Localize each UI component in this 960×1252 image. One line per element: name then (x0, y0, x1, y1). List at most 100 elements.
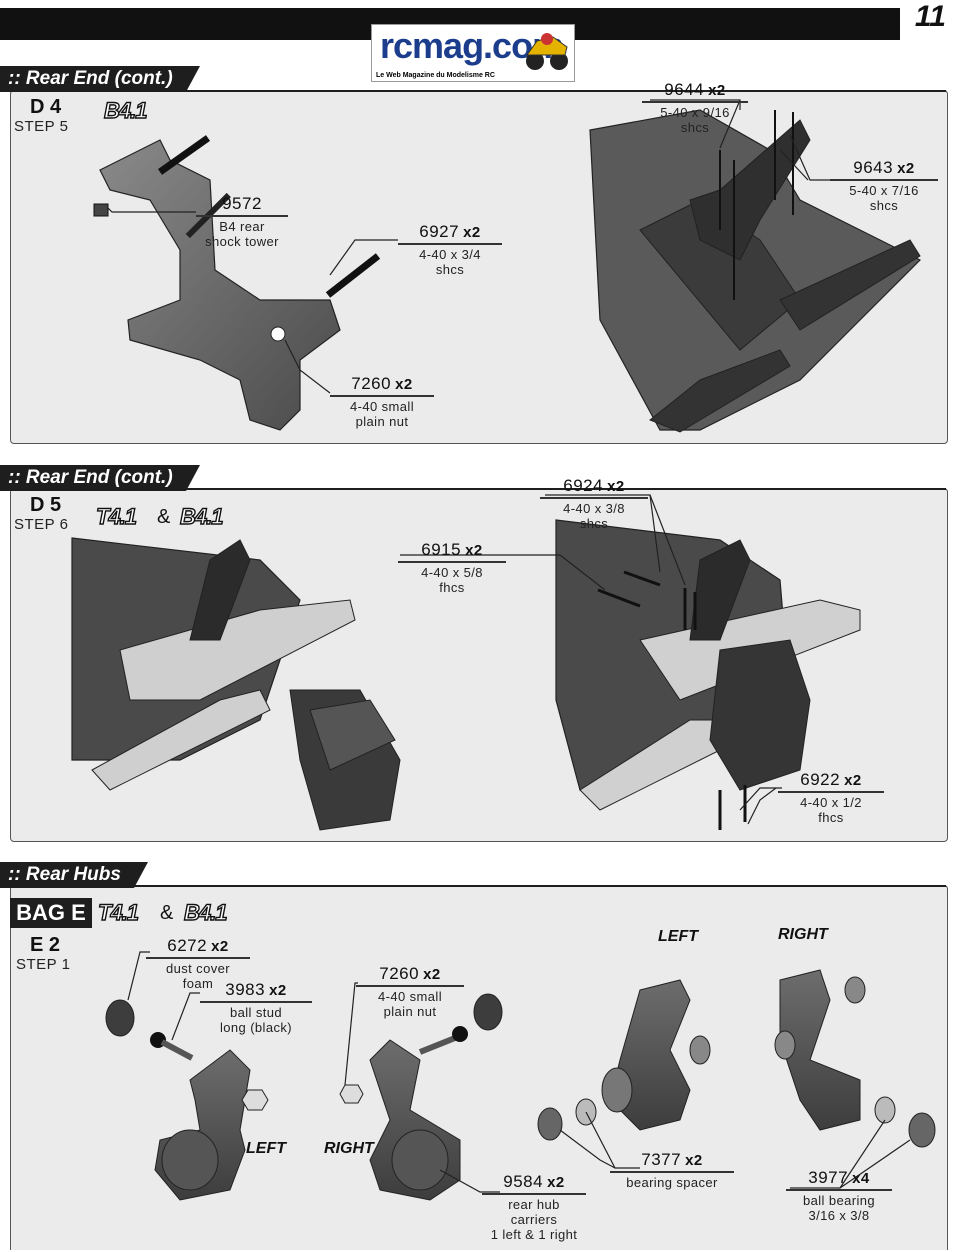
part-number: 6272 (167, 936, 208, 955)
part-desc: plain nut (355, 413, 409, 429)
part-qty: x2 (547, 1174, 565, 1191)
part-desc: 4-40 x 5/8 (421, 564, 483, 580)
b41-badge: B4.1 (103, 97, 148, 123)
section-title: :: Rear End (cont.) (0, 66, 200, 92)
part-desc: shcs (435, 261, 465, 277)
hub-carrier-drawing (105, 993, 503, 1201)
step-id: D 4 (30, 96, 62, 118)
part-desc: shcs (680, 119, 710, 135)
part-qty: x2 (423, 966, 441, 983)
part-qty: x2 (465, 542, 483, 559)
part-number: 6922 (800, 770, 841, 789)
ampersand: & (160, 902, 174, 924)
part-desc: ball bearing (802, 1192, 875, 1208)
section-title: :: Rear End (cont.) (0, 465, 200, 491)
part-qty: x2 (395, 376, 413, 393)
part-desc: rear hub (508, 1196, 560, 1212)
part-qty: x2 (607, 478, 625, 495)
part-number: 6927 (419, 222, 460, 241)
part-number: 7260 (379, 964, 420, 983)
part-number: 9644 (664, 80, 705, 99)
logo-car-icon (526, 33, 568, 70)
part-desc: B4 rear (219, 218, 265, 234)
part-desc: 5-40 x 9/16 (660, 104, 730, 120)
left-label: LEFT (658, 928, 698, 945)
part-qty: x2 (211, 938, 229, 955)
b41-badge: B4.1 (179, 503, 224, 529)
part-desc: dust cover (166, 960, 230, 976)
part-number: 9584 (503, 1172, 544, 1191)
part-desc: 1 left & 1 right (490, 1226, 578, 1242)
part-number: 7260 (351, 374, 392, 393)
part-qty: x2 (463, 224, 481, 241)
part-desc: foam (182, 975, 214, 991)
part-number: 9572 (222, 194, 262, 213)
part-number: 3977 (808, 1168, 849, 1187)
part-desc: fhcs (439, 579, 465, 595)
ampersand: & (157, 506, 171, 528)
part-desc: shcs (579, 515, 609, 531)
part-number: 9643 (853, 158, 894, 177)
part-desc: 4-40 small (350, 398, 414, 414)
part-desc: shcs (869, 197, 899, 213)
part-desc: carriers (510, 1211, 558, 1227)
part-number: 6915 (421, 540, 462, 559)
step-id: E 2 (30, 934, 61, 956)
part-number: 3983 (225, 980, 266, 999)
part-number: 7377 (641, 1150, 682, 1169)
part-desc: 4-40 small (378, 988, 442, 1004)
part-qty: x2 (685, 1152, 703, 1169)
b41-badge: B4.1 (183, 899, 228, 925)
step-label: STEP 6 (14, 516, 69, 533)
left-label: LEFT (246, 1140, 286, 1157)
bag-label: BAG E (10, 898, 92, 928)
part-qty: x2 (897, 160, 915, 177)
chassis-drawing-1 (589, 109, 922, 433)
part-desc: 4-40 x 3/8 (563, 500, 625, 516)
step-id: D 5 (30, 494, 62, 516)
part-desc: 3/16 x 3/8 (808, 1207, 870, 1223)
part-desc: 4-40 x 1/2 (800, 794, 862, 810)
part-desc: 4-40 x 3/4 (419, 246, 481, 262)
part-qty: x2 (708, 82, 726, 99)
part-number: 6924 (563, 476, 604, 495)
part-desc: 5-40 x 7/16 (849, 182, 919, 198)
part-qty: x2 (844, 772, 862, 789)
right-label: RIGHT (324, 1140, 374, 1157)
part-desc: fhcs (818, 809, 844, 825)
part-callout: 9572 B4 rear shock tower (196, 194, 288, 249)
section-rule (0, 885, 946, 887)
hub-carrier-exploded (537, 969, 936, 1148)
right-label: RIGHT (778, 926, 828, 943)
part-desc: long (black) (220, 1019, 292, 1035)
part-desc: bearing spacer (626, 1174, 718, 1190)
t41-badge: T4.1 (95, 503, 137, 529)
t41-badge: T4.1 (97, 899, 139, 925)
page-number: 11 (914, 0, 946, 33)
leader-lines (107, 99, 911, 1193)
rcmag-logo[interactable]: rcmag.com Le Web Magazine du Modelisme R… (371, 24, 575, 82)
part-desc: plain nut (383, 1003, 437, 1019)
step-label: STEP 1 (16, 956, 71, 973)
chassis-drawing-3 (555, 519, 861, 830)
section-rule (0, 488, 946, 490)
step-label: STEP 5 (14, 118, 69, 135)
section-rule (0, 90, 946, 92)
part-desc: shock tower (205, 233, 279, 249)
logo-subtitle: Le Web Magazine du Modelisme RC (376, 72, 495, 79)
part-qty: x4 (852, 1170, 870, 1187)
